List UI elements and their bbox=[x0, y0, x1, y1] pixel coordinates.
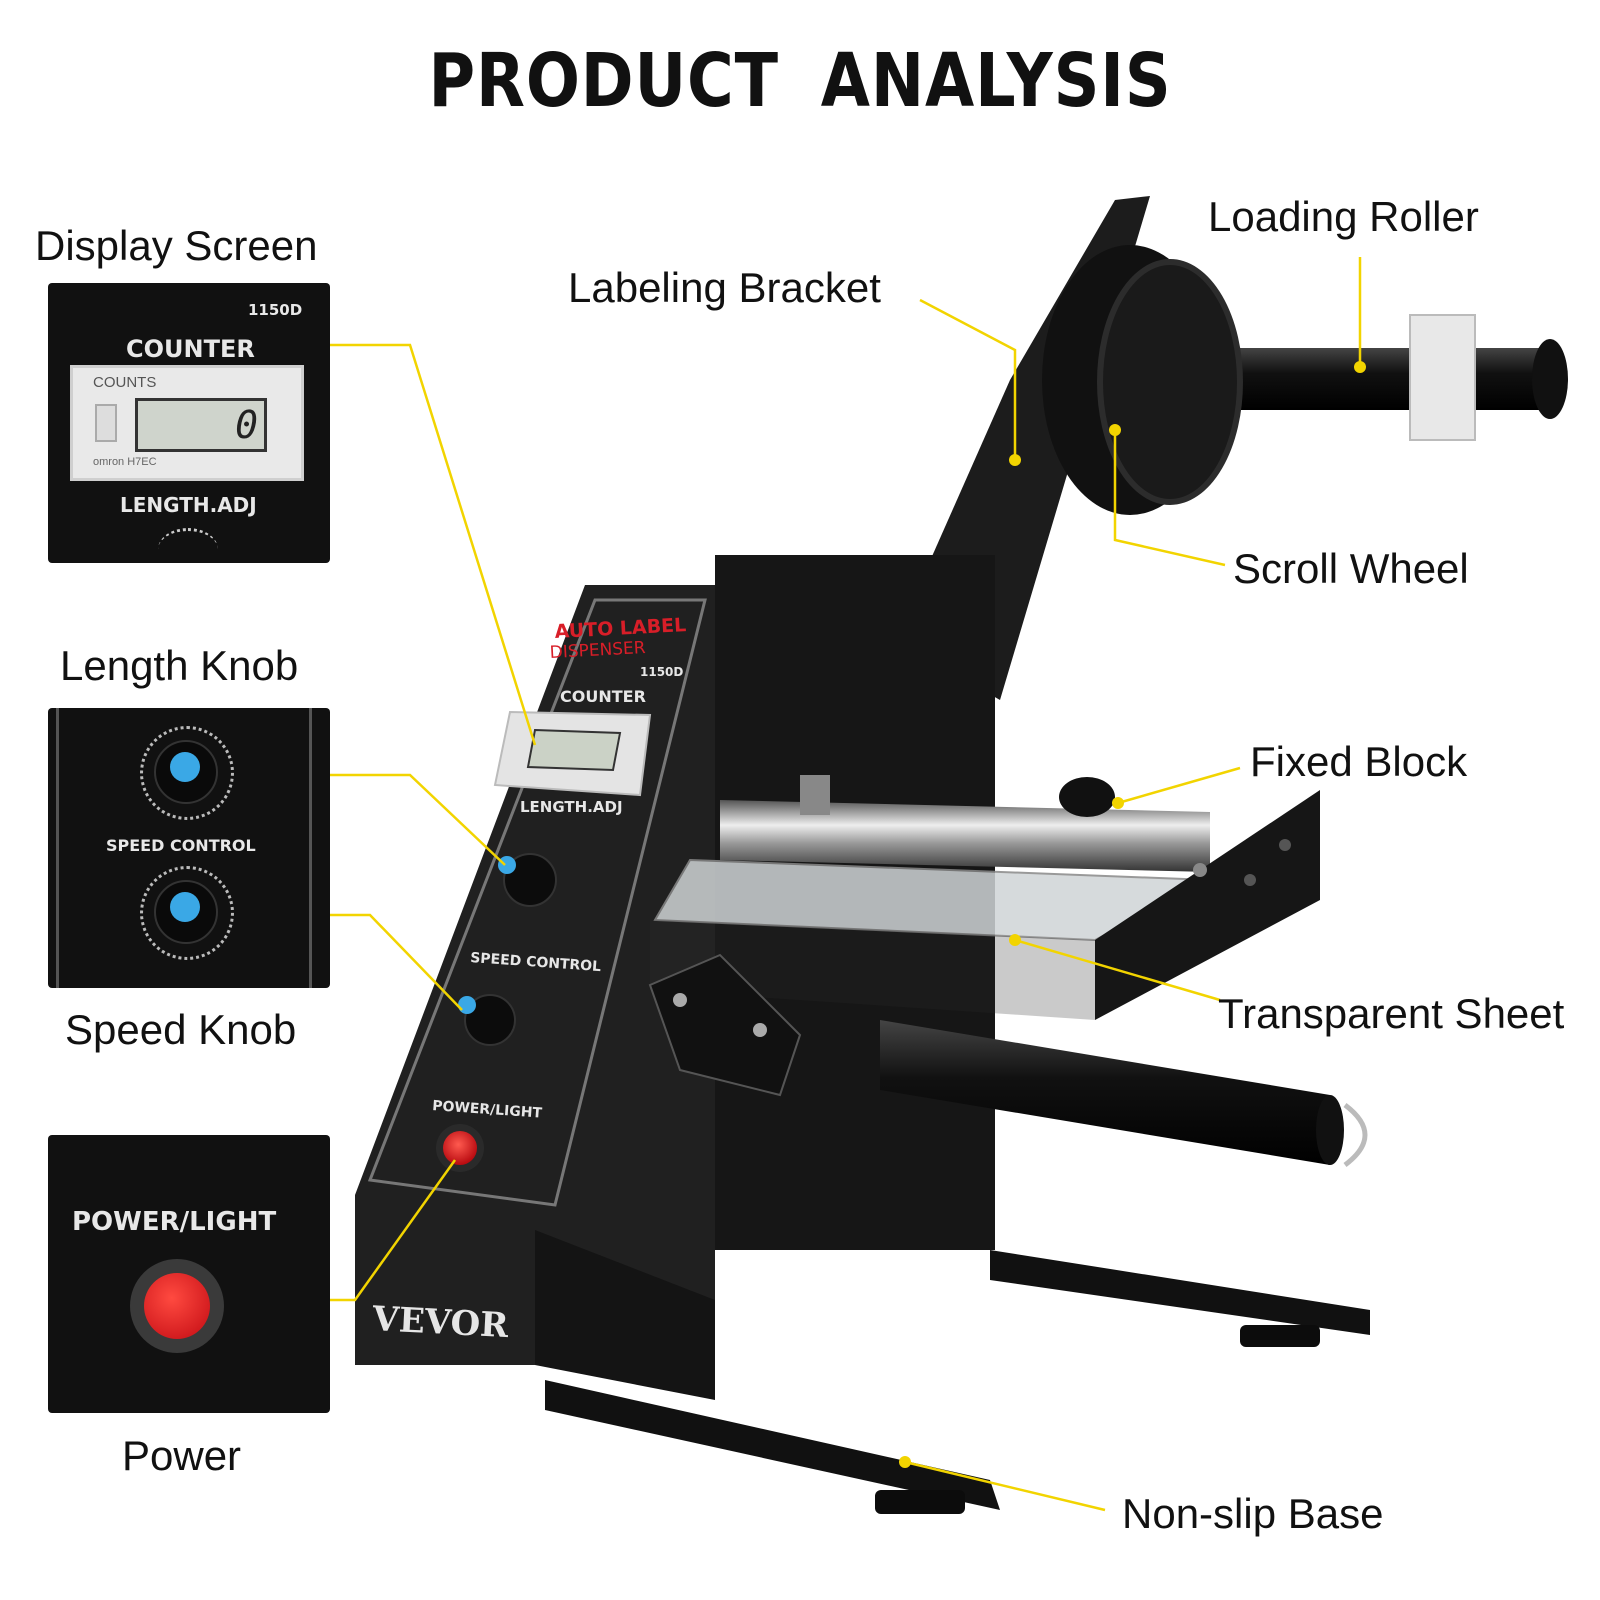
counter-lcd: 0 bbox=[135, 398, 267, 452]
counter-counts-label: COUNTS bbox=[93, 374, 157, 391]
inset-length-label: LENGTH.ADJ bbox=[120, 493, 257, 517]
inset-dial-ticks bbox=[158, 528, 218, 563]
callout-loading-roller: Loading Roller bbox=[1208, 193, 1479, 240]
speed-knob-cap bbox=[170, 892, 200, 922]
power-button-bezel bbox=[130, 1259, 224, 1353]
counter-value: 0 bbox=[235, 403, 258, 447]
callout-power: Power bbox=[122, 1432, 242, 1479]
inset-display-screen: 1150D COUNTER COUNTS 0 omron H7EC LENGTH… bbox=[48, 283, 330, 563]
callout-fixed-block: Fixed Block bbox=[1250, 738, 1468, 785]
callout-length-knob: Length Knob bbox=[60, 642, 299, 689]
panel-counter-label: COUNTER bbox=[560, 687, 646, 706]
panel-length-knob bbox=[503, 853, 557, 907]
inset-model: 1150D bbox=[248, 301, 303, 319]
length-knob[interactable] bbox=[154, 740, 218, 804]
panel-speed-knob bbox=[464, 994, 516, 1046]
counter-reset-switch bbox=[95, 404, 117, 442]
callout-scroll-wheel: Scroll Wheel bbox=[1233, 545, 1469, 592]
leader-lines bbox=[330, 257, 1362, 1512]
page-title: PRODUCT ANALYSIS bbox=[428, 38, 1172, 124]
leader-dots bbox=[899, 361, 1366, 1468]
speed-dial-scale bbox=[140, 866, 234, 960]
panel-model: 1150D bbox=[640, 665, 683, 679]
speed-knob[interactable] bbox=[154, 880, 218, 944]
length-knob-cap bbox=[170, 752, 200, 782]
inset-speed-label: SPEED CONTROL bbox=[106, 836, 256, 855]
inset-power-label: POWER/LIGHT bbox=[72, 1207, 277, 1237]
callout-speed-knob: Speed Knob bbox=[65, 1006, 297, 1053]
lower-roller bbox=[880, 1020, 1330, 1165]
power-button[interactable] bbox=[144, 1273, 210, 1339]
callout-non-slip-base: Non-slip Base bbox=[1122, 1490, 1384, 1537]
base-foot-right bbox=[990, 1250, 1370, 1335]
vevor-logo: VEVOR bbox=[371, 1299, 511, 1346]
chrome-roller bbox=[720, 800, 1210, 872]
fixed-block bbox=[1059, 777, 1115, 817]
base-foot-left bbox=[545, 1380, 1000, 1510]
counter-device: COUNTS 0 omron H7EC bbox=[70, 365, 304, 481]
panel-power-label: POWER/LIGHT bbox=[432, 1098, 543, 1122]
inset-counter-label: COUNTER bbox=[126, 335, 255, 363]
callout-labeling-bracket: Labeling Bracket bbox=[568, 264, 881, 311]
side-plate bbox=[1095, 790, 1320, 1020]
callout-display-screen: Display Screen bbox=[35, 222, 318, 269]
panel-length-label: LENGTH.ADJ bbox=[520, 798, 623, 816]
inset-power: POWER/LIGHT bbox=[48, 1135, 330, 1413]
length-dial-scale bbox=[140, 726, 234, 820]
inset-knobs: SPEED CONTROL bbox=[48, 708, 330, 988]
callout-transparent-sheet: Transparent Sheet bbox=[1218, 990, 1565, 1037]
counter-maker: omron H7EC bbox=[93, 456, 157, 468]
